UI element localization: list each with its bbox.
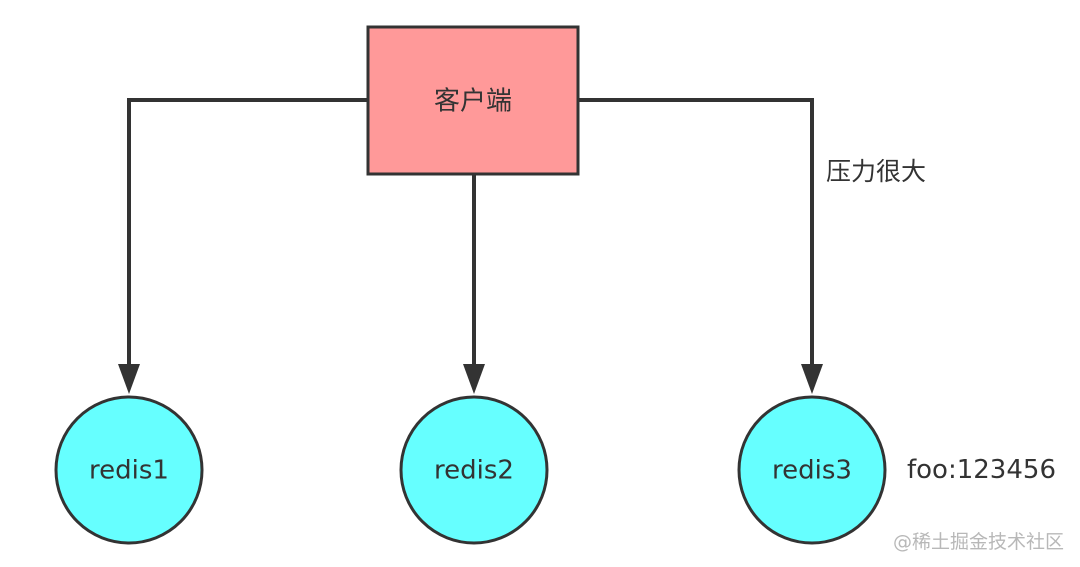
client-node: 客户端 <box>366 25 580 176</box>
edge-client-redis1 <box>118 98 368 394</box>
edge-label-pressure: 压力很大 <box>826 157 926 186</box>
redis-node-label: redis2 <box>434 456 514 486</box>
node-annotation-foo: foo:123456 <box>907 455 1056 485</box>
arrowhead-icon <box>463 364 485 394</box>
edge-client-redis3 <box>578 98 823 394</box>
edge-client-redis2 <box>463 174 485 394</box>
redis-node-label: redis1 <box>89 456 169 486</box>
watermark: @稀土掘金技术社区 <box>893 531 1064 553</box>
arrowhead-icon <box>801 364 823 394</box>
redis-node-label: redis3 <box>772 456 852 486</box>
redis-node-2: redis2 <box>399 395 549 545</box>
arrowhead-icon <box>118 364 140 394</box>
redis-node-3: redis3 <box>737 395 887 545</box>
client-label: 客户端 <box>434 87 512 117</box>
redis-node-1: redis1 <box>54 395 204 545</box>
